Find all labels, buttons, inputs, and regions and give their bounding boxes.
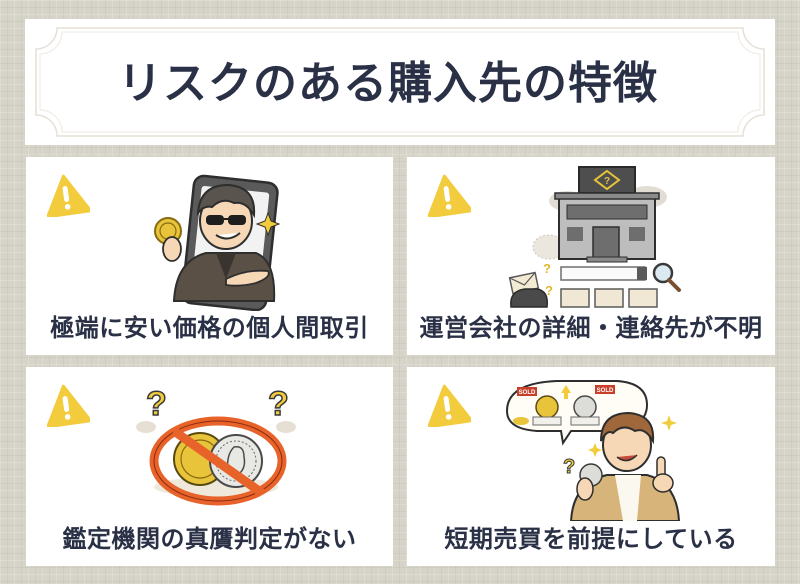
- risk-card-no-authentication: ? ? 鑑定機関の真贋判定がない: [26, 367, 393, 566]
- warning-icon: [427, 174, 471, 217]
- unverified-coins-illustration: ? ?: [136, 384, 296, 506]
- warning-icon: [46, 174, 90, 217]
- short-term-trader-illustration: SOLD SOLD ?: [505, 380, 681, 521]
- card-label: 極端に安い価格の個人間取引: [50, 314, 369, 342]
- svg-text:?: ?: [543, 261, 551, 276]
- card-label: 運営会社の詳細・連絡先が不明: [419, 314, 763, 342]
- title-frame: [35, 27, 765, 137]
- risk-card-short-term-trading: SOLD SOLD ? 短期売買を前提にしている: [407, 367, 775, 566]
- page-title: リスクのある購入先の特徴: [118, 58, 658, 109]
- risk-card-cheap-private-trade: 極端に安い価格の個人間取引: [26, 157, 393, 355]
- title-panel: リスクのある購入先の特徴: [25, 19, 775, 145]
- svg-text:?: ?: [146, 385, 167, 423]
- svg-text:?: ?: [563, 456, 575, 478]
- card-label: 短期売買を前提にしている: [444, 525, 738, 553]
- card-label: 鑑定機関の真贋判定がない: [62, 525, 357, 553]
- risk-card-unknown-company: ? ? ? 運営会社の詳細・連絡先が不明: [407, 157, 775, 355]
- decorative-frame-icon: [35, 27, 765, 137]
- svg-text:SOLD: SOLD: [519, 390, 536, 396]
- scammer-smartphone-illustration: [154, 174, 281, 311]
- warning-icon: [427, 384, 471, 427]
- svg-text:SOLD: SOLD: [597, 388, 614, 394]
- svg-text:?: ?: [604, 176, 610, 187]
- svg-text:?: ?: [268, 385, 289, 423]
- warning-icon: [46, 384, 90, 427]
- svg-text:?: ?: [545, 283, 553, 298]
- unknown-company-illustration: ? ? ?: [508, 166, 681, 308]
